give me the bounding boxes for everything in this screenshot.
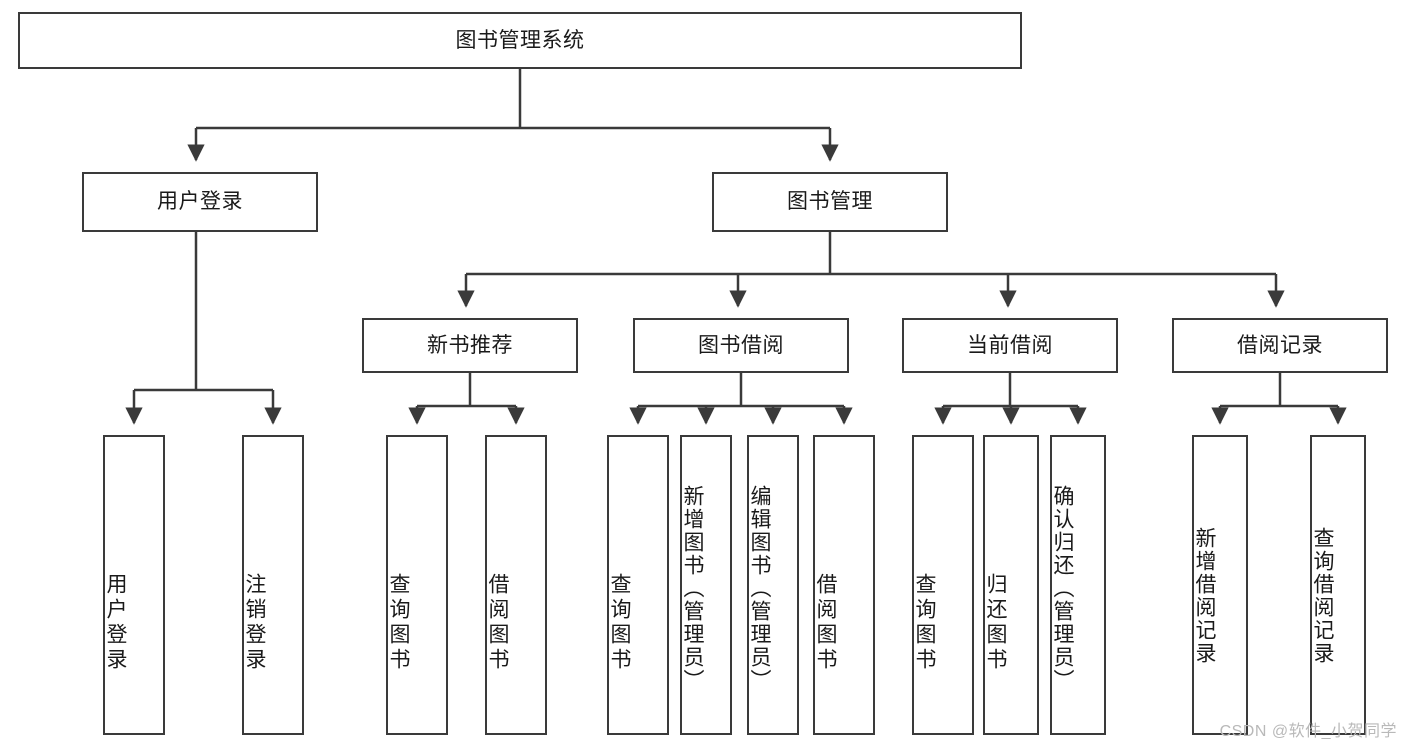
node-borrow-record[interactable]: 借阅记录 (1172, 318, 1388, 373)
node-leaf-query-book-borrow-label: 查询图书 (608, 572, 631, 673)
node-leaf-borrow-book-label: 借阅图书 (814, 572, 837, 673)
node-leaf-edit-book-admin[interactable]: 编辑图书（管理员） (747, 435, 799, 735)
node-current-borrow[interactable]: 当前借阅 (902, 318, 1118, 373)
node-leaf-query-book-borrow[interactable]: 查询图书 (607, 435, 669, 735)
node-new-book-recommend[interactable]: 新书推荐 (362, 318, 578, 373)
node-leaf-query-book-current-label: 查询图书 (913, 572, 936, 673)
node-leaf-user-login[interactable]: 用户登录 (103, 435, 165, 735)
node-leaf-logout-label: 注销登录 (243, 572, 266, 673)
node-leaf-borrow-book[interactable]: 借阅图书 (813, 435, 875, 735)
node-book-manage[interactable]: 图书管理 (712, 172, 948, 232)
node-leaf-logout[interactable]: 注销登录 (242, 435, 304, 735)
node-leaf-edit-book-admin-label: 编辑图书（管理员） (748, 484, 771, 692)
node-leaf-return-book-label: 归还图书 (984, 572, 1007, 673)
node-root[interactable]: 图书管理系统 (18, 12, 1022, 69)
node-leaf-query-book-recommend-label: 查询图书 (387, 572, 410, 673)
node-leaf-confirm-return-admin[interactable]: 确认归还（管理员） (1050, 435, 1106, 735)
node-user-login-label: 用户登录 (157, 190, 243, 214)
node-current-borrow-label: 当前借阅 (967, 333, 1053, 357)
node-leaf-add-book-admin[interactable]: 新增图书（管理员） (680, 435, 732, 735)
node-leaf-query-borrow-record[interactable]: 查询借阅记录 (1310, 435, 1366, 735)
node-leaf-confirm-return-admin-label: 确认归还（管理员） (1051, 484, 1074, 692)
node-leaf-add-book-admin-label: 新增图书（管理员） (681, 484, 704, 692)
node-book-borrow-label: 图书借阅 (698, 333, 784, 357)
node-user-login[interactable]: 用户登录 (82, 172, 318, 232)
node-leaf-query-book-recommend[interactable]: 查询图书 (386, 435, 448, 735)
node-borrow-record-label: 借阅记录 (1237, 333, 1323, 357)
csdn-watermark: CSDN @软件_小贺同学 (1219, 723, 1397, 740)
node-book-manage-label: 图书管理 (787, 190, 873, 214)
node-leaf-borrow-book-recommend-label: 借阅图书 (486, 572, 509, 673)
node-book-borrow[interactable]: 图书借阅 (633, 318, 849, 373)
node-leaf-borrow-book-recommend[interactable]: 借阅图书 (485, 435, 547, 735)
node-leaf-add-borrow-record-label: 新增借阅记录 (1193, 527, 1216, 665)
node-leaf-user-login-label: 用户登录 (104, 572, 127, 673)
node-leaf-query-book-current[interactable]: 查询图书 (912, 435, 974, 735)
node-new-book-recommend-label: 新书推荐 (427, 333, 513, 357)
node-leaf-return-book[interactable]: 归还图书 (983, 435, 1039, 735)
node-root-label: 图书管理系统 (455, 28, 585, 52)
node-leaf-query-borrow-record-label: 查询借阅记录 (1311, 527, 1334, 665)
node-leaf-add-borrow-record[interactable]: 新增借阅记录 (1192, 435, 1248, 735)
